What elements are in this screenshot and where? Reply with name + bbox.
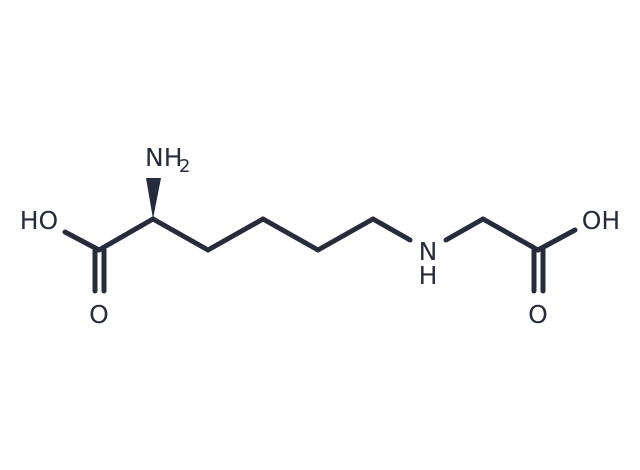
amine-h-label: H [419, 261, 438, 290]
bond-n-c7 [443, 216, 486, 243]
bond-ho-c1 [62, 229, 102, 253]
right-hydroxyl-label: OH [582, 206, 620, 235]
amino-subscript-label: 2 [179, 156, 190, 177]
bond-c3-c4 [205, 216, 266, 253]
bond-c1-c2 [96, 216, 156, 253]
bond-group [62, 216, 578, 294]
amine-n-label: N [419, 237, 438, 266]
right-carbonyl-oxygen-label: O [528, 300, 548, 329]
bond-c4-c5 [260, 216, 321, 253]
bond-c8-oh [535, 227, 578, 253]
bond-c2-c3 [150, 216, 211, 253]
amino-group-label: NH [145, 143, 183, 172]
bond-c7-c8 [480, 216, 541, 253]
bond-c5-c6 [315, 216, 376, 253]
left-hydroxyl-label: HO [20, 206, 58, 235]
left-carbonyl-oxygen-label: O [89, 300, 109, 329]
atom-label-group: HO O NH 2 N H OH O [20, 143, 620, 329]
stereo-wedge-bond [146, 178, 161, 219]
bond-c6-n [370, 216, 413, 243]
